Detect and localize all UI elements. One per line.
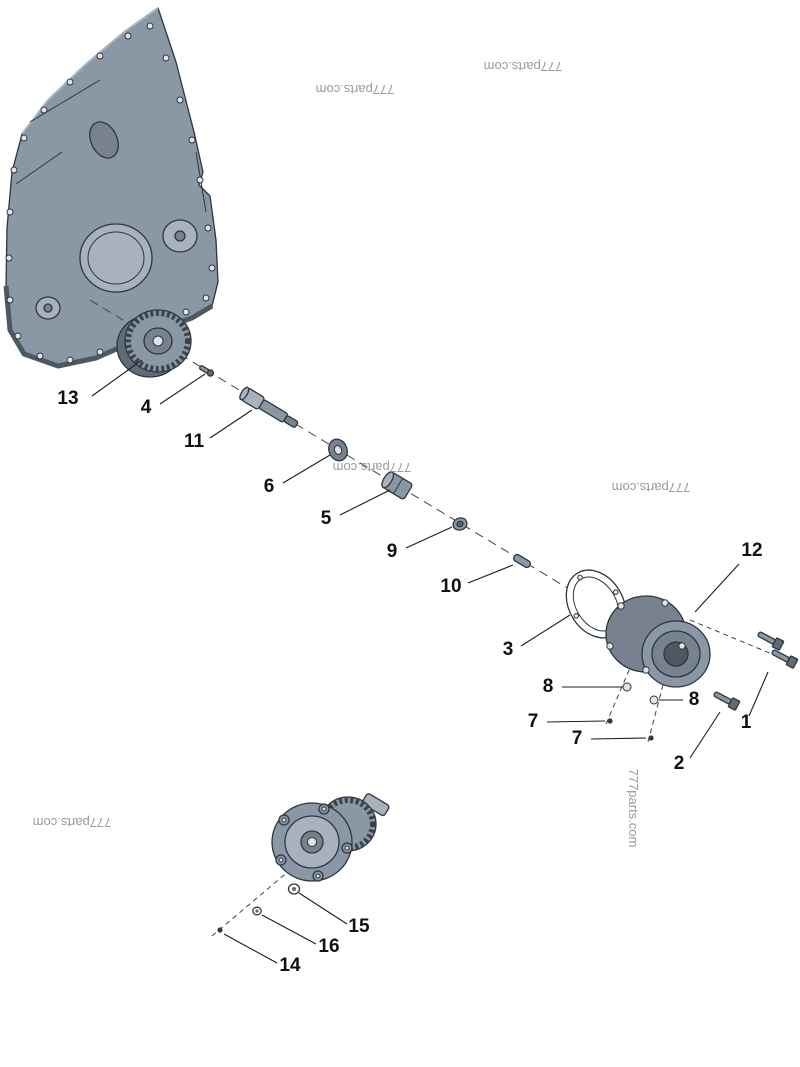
leader-line-4 xyxy=(159,373,206,405)
leader-line-9 xyxy=(405,526,453,549)
dowel-pin-10 xyxy=(512,553,532,569)
pin-7-left xyxy=(607,718,613,724)
cover-bolt-holes xyxy=(5,22,216,364)
part-number-6: 6 xyxy=(264,476,275,497)
ball-8-left xyxy=(622,682,632,692)
cover-main-opening-inner xyxy=(87,231,145,285)
part-number-2: 2 xyxy=(674,753,685,774)
leader-line-13 xyxy=(91,359,143,397)
washer9-bore xyxy=(456,520,464,528)
watermark-text: 777parts.com xyxy=(626,769,641,848)
part-number-9: 9 xyxy=(387,541,398,562)
part-number-10: 10 xyxy=(440,576,461,597)
leader-line-10 xyxy=(467,564,514,584)
pump-flange-ears xyxy=(275,803,353,882)
gear-teeth xyxy=(125,310,191,372)
housing-bolt-hole-3 xyxy=(606,642,614,650)
part-number-8: 8 xyxy=(543,676,554,697)
washer-9 xyxy=(452,517,468,531)
watermarks-layer: 777parts.com 777parts.com 777parts.com 777p… xyxy=(33,59,691,847)
ball-8-right xyxy=(649,695,659,705)
leader-line-2 xyxy=(689,711,721,759)
timing-cover-panel-line-1 xyxy=(29,79,101,123)
bolt-1b xyxy=(771,649,799,669)
drive-gear xyxy=(116,309,192,378)
pump-housing-12 xyxy=(605,595,711,688)
housing-bolt-hole-1 xyxy=(678,642,686,650)
timing-cover xyxy=(3,7,219,369)
leader-line-6 xyxy=(282,454,331,484)
timing-cover-panel-line-2 xyxy=(15,151,63,185)
part-number-5: 5 xyxy=(321,508,332,529)
seal-15 xyxy=(287,883,301,895)
watermark-text: 777parts.com xyxy=(612,480,691,495)
watermark-text: 777parts.com xyxy=(333,460,412,475)
shaft-11 xyxy=(239,386,299,428)
part-number-7: 7 xyxy=(572,728,583,749)
small-bolt-head xyxy=(206,369,215,377)
bolt-1a xyxy=(757,631,785,651)
leader-line-16 xyxy=(261,914,317,945)
small-bolt-4 xyxy=(199,365,215,377)
part-number-1: 1 xyxy=(741,712,752,733)
washer-bore xyxy=(333,445,343,455)
mounting-bolt-2 xyxy=(713,691,741,711)
leader-line-7 xyxy=(546,720,606,723)
gasket-hole-top xyxy=(577,574,583,581)
gasket-hole-right xyxy=(612,589,619,595)
cover-lower-bore xyxy=(43,303,53,313)
leader-line-12 xyxy=(694,563,740,613)
watermark-text: 777parts.com xyxy=(33,815,112,830)
cover-main-opening xyxy=(79,223,153,293)
pins-7 xyxy=(607,718,654,741)
part-number-12: 12 xyxy=(741,540,762,561)
cover-boss-bore xyxy=(174,230,186,242)
part-number-7: 7 xyxy=(528,711,539,732)
washer-6 xyxy=(328,438,348,462)
seal-16 xyxy=(252,906,262,916)
part-number-16: 16 xyxy=(318,936,339,957)
leader-line-1 xyxy=(748,671,769,717)
cover-upper-slot xyxy=(89,121,119,159)
part-number-13: 13 xyxy=(57,388,78,409)
leader-line-5 xyxy=(339,489,391,516)
shaft-end xyxy=(283,415,299,428)
housing-bolt-hole-4 xyxy=(617,602,625,610)
housing-bolt-hole-5 xyxy=(661,599,669,607)
water-pump-assembly xyxy=(271,793,390,882)
part-number-4: 4 xyxy=(141,397,152,418)
timing-cover-highlight xyxy=(21,7,159,135)
balls-8 xyxy=(622,682,659,705)
watermark-text: 777parts.com xyxy=(484,59,563,74)
watermark-text: 777parts.com xyxy=(316,82,395,97)
gasket-hole-left xyxy=(573,613,580,619)
dowel-body xyxy=(512,553,532,569)
bolt-axis-line xyxy=(689,619,797,665)
leader-line-14 xyxy=(223,933,278,964)
leader-line-15 xyxy=(298,892,348,925)
coupling-5 xyxy=(381,471,413,500)
leader-line-3 xyxy=(520,614,571,647)
part-number-3: 3 xyxy=(503,639,514,660)
shaft-cap xyxy=(239,386,250,401)
shaft-body xyxy=(258,399,288,423)
pin-7-right xyxy=(648,735,654,741)
leader-line-7 xyxy=(590,737,647,740)
pump-bore xyxy=(307,837,317,847)
coupling-front xyxy=(381,471,395,489)
pump-gear-teeth xyxy=(320,797,376,851)
part-number-8: 8 xyxy=(689,689,700,710)
part-number-11: 11 xyxy=(184,431,205,452)
part-number-15: 15 xyxy=(348,916,370,937)
mounting-bolts-1 xyxy=(757,631,799,669)
leader-line-11 xyxy=(209,409,253,439)
housing-bolt-hole-2 xyxy=(642,666,650,674)
plug-14 xyxy=(217,927,223,933)
coupling-slot xyxy=(392,478,404,494)
gear-bore xyxy=(152,335,164,347)
part-number-14: 14 xyxy=(279,955,301,976)
